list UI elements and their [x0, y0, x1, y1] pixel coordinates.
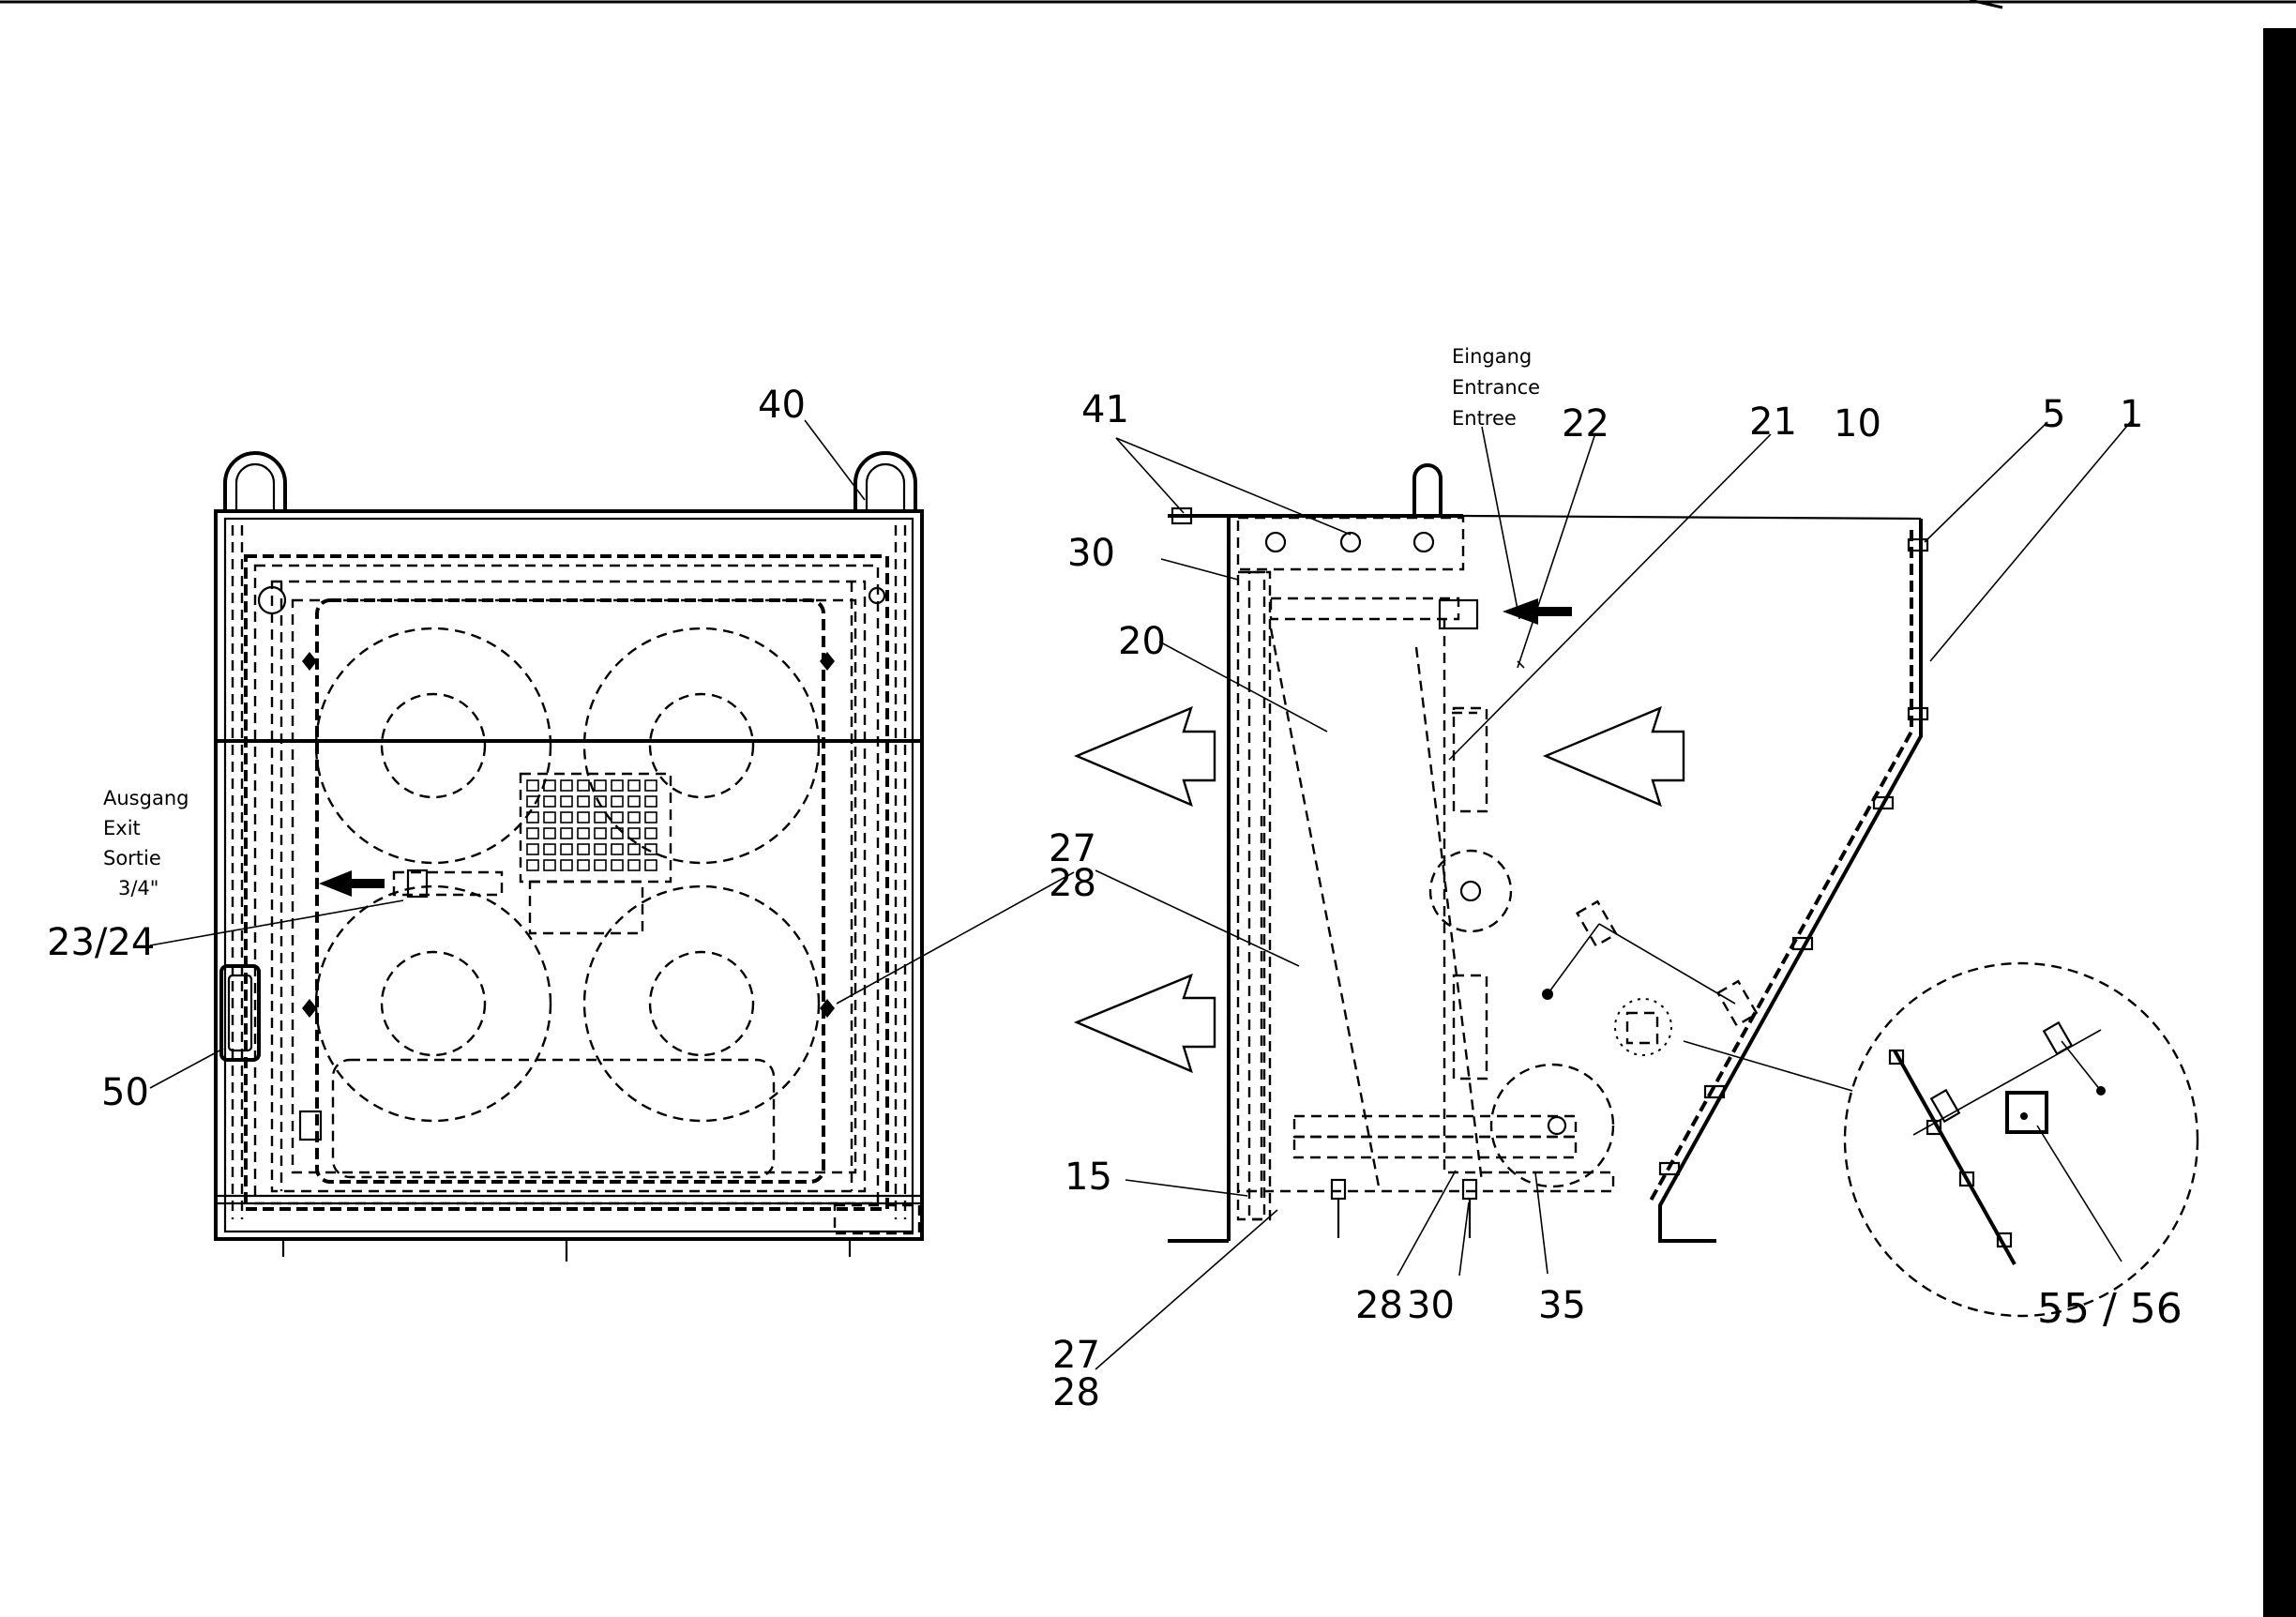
airflow-arrow-right — [1542, 705, 1685, 808]
top-lifting-eye — [1412, 463, 1443, 516]
grid-cell — [577, 859, 590, 871]
grid-cell — [543, 859, 556, 871]
callout-40: 40 — [758, 384, 806, 427]
grid-cell — [594, 843, 607, 855]
corner-mark — [1969, 0, 2003, 9]
grid-cell — [644, 827, 657, 839]
callout-35: 35 — [1538, 1284, 1586, 1327]
callout-30-top: 30 — [1067, 532, 1115, 575]
grid-cell — [543, 811, 556, 824]
grid-cell — [644, 811, 657, 824]
grid-cell — [611, 795, 624, 808]
callout-22: 22 — [1562, 402, 1609, 446]
lifting-eye-left — [223, 451, 287, 511]
callout-28-left: 28 — [1049, 862, 1096, 905]
grid-cell — [611, 859, 624, 871]
grid-cell — [543, 843, 556, 855]
callout-28-base: 28 — [1355, 1284, 1403, 1327]
outlet-label-line-2: Exit — [103, 817, 141, 839]
fan-top-right — [582, 627, 821, 865]
outlet-arrow-icon — [319, 870, 385, 897]
grid-cell — [611, 827, 624, 839]
fan-bottom-left — [314, 884, 552, 1123]
grid-cell — [543, 779, 556, 792]
left-housing-outline — [214, 509, 924, 1241]
grid-cell — [526, 779, 539, 792]
callout-23-24: 23/24 — [47, 921, 155, 964]
inlet-label-line-2: Entrance — [1452, 376, 1540, 399]
callout-41: 41 — [1081, 388, 1129, 431]
grid-cell — [560, 859, 573, 871]
grid-cell — [627, 827, 641, 839]
grid-cell — [594, 779, 607, 792]
fan-bottom-right — [582, 884, 821, 1123]
grid-cell — [526, 859, 539, 871]
callout-20: 20 — [1118, 620, 1166, 663]
callout-15: 15 — [1065, 1156, 1112, 1199]
grid-cell — [611, 779, 624, 792]
callout-5: 5 — [2042, 393, 2065, 436]
grid-cell — [627, 843, 641, 855]
inlet-arrow-icon — [1503, 598, 1572, 625]
terminal-grid — [519, 772, 672, 935]
grid-cell — [526, 795, 539, 808]
callout-55-56: 55 / 56 — [2037, 1285, 2183, 1333]
right-view-side-section — [1073, 419, 2199, 1370]
grid-cell — [526, 811, 539, 824]
callout-50: 50 — [101, 1071, 149, 1114]
outlet-label-line-3: Sortie — [103, 847, 161, 869]
callout-30-base: 30 — [1407, 1284, 1455, 1327]
inlet-label-line-1: Eingang — [1452, 345, 1532, 368]
grid-cell — [560, 811, 573, 824]
fan-top-left — [314, 627, 552, 865]
outlet-label-line-4: 3/4" — [118, 877, 159, 899]
outlet-label-line-1: Ausgang — [103, 787, 189, 809]
callout-21: 21 — [1749, 400, 1797, 444]
lifting-eye-right — [853, 451, 917, 511]
grid-cell — [543, 827, 556, 839]
grid-cell — [594, 827, 607, 839]
inlet-label-line-3: Entree — [1452, 407, 1517, 430]
grid-cell — [627, 811, 641, 824]
grid-cell — [577, 827, 590, 839]
callout-27-bottom: 27 — [1052, 1334, 1100, 1377]
grid-cell — [644, 795, 657, 808]
sloped-panel — [1658, 519, 1923, 1241]
grid-cell — [594, 795, 607, 808]
grid-cell — [560, 827, 573, 839]
callout-10: 10 — [1834, 402, 1881, 446]
right-margin-bar — [2263, 28, 2296, 1617]
grid-cell — [526, 843, 539, 855]
grid-cell — [644, 859, 657, 871]
callout-1: 1 — [2120, 393, 2143, 436]
handle — [219, 964, 261, 1062]
grid-cell — [644, 779, 657, 792]
airflow-arrow-left-bottom — [1073, 973, 1216, 1074]
grid-cell — [526, 827, 539, 839]
grid-cell — [644, 843, 657, 855]
callout-28-bottom: 28 — [1052, 1371, 1100, 1414]
grid-cell — [611, 843, 624, 855]
grid-cell — [627, 859, 641, 871]
grid-cell — [577, 779, 590, 792]
grid-cell — [577, 843, 590, 855]
callout-27-left: 27 — [1049, 827, 1096, 870]
grid-cell — [627, 779, 641, 792]
airflow-arrow-left-top — [1073, 705, 1216, 808]
grid-cell — [594, 859, 607, 871]
grid-cell — [577, 795, 590, 808]
grid-cell — [560, 843, 573, 855]
grid-cell — [611, 811, 624, 824]
grid-cell — [627, 795, 641, 808]
left-view-front-elevation — [149, 419, 1075, 1262]
grid-cell — [543, 795, 556, 808]
grid-cell — [560, 795, 573, 808]
grid-cell — [594, 811, 607, 824]
detail-circle — [1843, 961, 2199, 1318]
grid-cell — [577, 811, 590, 824]
grid-cell — [560, 779, 573, 792]
